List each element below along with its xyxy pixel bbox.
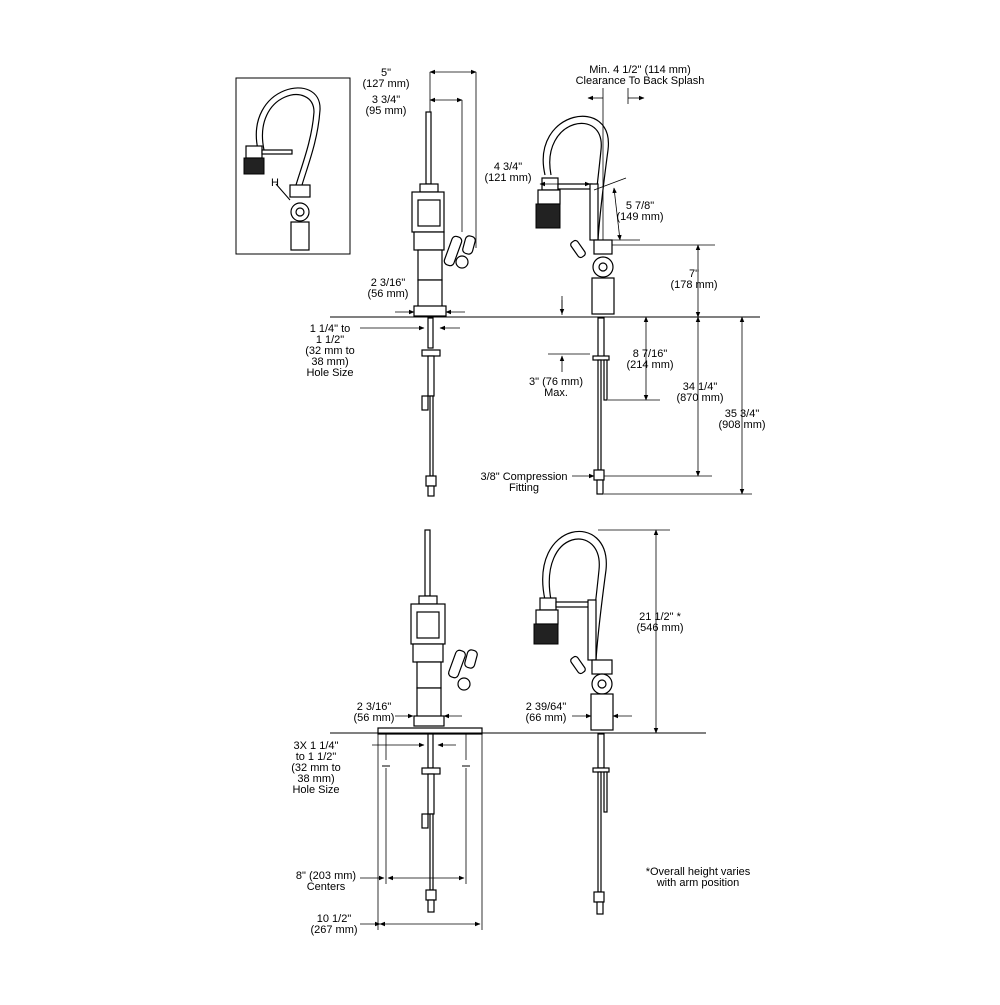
dim-21-1-2-l2: (546 mm) xyxy=(636,622,683,634)
dim-4-3-4-l1: 4 3/4" xyxy=(494,161,522,173)
top-dimension-labels: 5" (127 mm) 3 3/4" (95 mm) Min. 4 1/2" (… xyxy=(305,64,765,494)
dim-5in-l1: 5" xyxy=(381,67,391,79)
dim-7in-l1: 7" xyxy=(689,268,699,280)
inset-frame xyxy=(235,77,351,255)
bottom-dimension-lines xyxy=(360,529,670,930)
dim-8-7-16-l1: 8 7/16" xyxy=(633,348,668,360)
dim-35-3-4-l2: (908 mm) xyxy=(718,419,765,431)
dim-hole-top-l4: 38 mm) xyxy=(311,356,348,368)
dim-2-39-64-l1: 2 39/64" xyxy=(526,701,567,713)
dim-5-7-8-l2: (149 mm) xyxy=(616,211,663,223)
dim-hole-top-l2: 1 1/2" xyxy=(316,334,344,346)
dim-5in-l2: (127 mm) xyxy=(362,78,409,90)
dim-3-3-4-l1: 3 3/4" xyxy=(372,94,400,106)
dim-10-1-2-l2: (267 mm) xyxy=(310,924,357,936)
dim-2-3-16-top-l2: (56 mm) xyxy=(368,288,409,300)
dim-hole-bottom-l1: 3X 1 1/4" xyxy=(294,740,339,752)
inset-view: H xyxy=(235,77,351,255)
top-dimension-lines xyxy=(360,69,752,495)
dim-7in-l2: (178 mm) xyxy=(670,279,717,291)
dim-hole-bottom-l3: (32 mm to xyxy=(291,762,341,774)
note-line-1: *Overall height varies xyxy=(646,866,751,878)
dim-2-3-16-bottom-l2: (56 mm) xyxy=(354,712,395,724)
dim-hole-bottom-l2: to 1 1/2" xyxy=(296,751,337,763)
dim-3in-max-l1: 3" (76 mm) xyxy=(529,376,583,388)
dim-hole-top-l5: Hole Size xyxy=(306,367,353,379)
dim-34-1-4-l1: 34 1/4" xyxy=(683,381,718,393)
faucet-side-view-bottom xyxy=(377,529,483,913)
dim-hole-top-l3: (32 mm to xyxy=(305,345,355,357)
dim-4-3-4-l2: (121 mm) xyxy=(484,172,531,184)
faucet-front-view-bottom xyxy=(533,530,614,915)
dim-clearance-l1: Min. 4 1/2" (114 mm) xyxy=(589,64,691,76)
dim-8-7-16-l2: (214 mm) xyxy=(626,359,673,371)
dim-2-3-16-top-l1: 2 3/16" xyxy=(371,277,406,289)
dim-compression-l1: 3/8" Compression xyxy=(480,471,567,483)
dim-35-3-4-l1: 35 3/4" xyxy=(725,408,760,420)
dim-clearance-l2: Clearance To Back Splash xyxy=(576,75,705,87)
dim-21-1-2-l1: 21 1/2" * xyxy=(639,611,682,623)
dim-3-3-4-l2: (95 mm) xyxy=(366,105,407,117)
faucet-side-view-top xyxy=(411,111,476,497)
dim-hole-bottom-l4: 38 mm) xyxy=(297,773,334,785)
dim-hole-top-l1: 1 1/4" to xyxy=(310,323,351,335)
dim-8in-centers-l2: Centers xyxy=(307,881,346,893)
dim-compression-l2: Fitting xyxy=(509,482,539,494)
dim-8in-centers-l1: 8" (203 mm) xyxy=(296,870,356,882)
inset-h-label: H xyxy=(271,177,279,189)
dim-2-39-64-l2: (66 mm) xyxy=(526,712,567,724)
dim-34-1-4-l2: (870 mm) xyxy=(676,392,723,404)
dim-3in-max-l2: Max. xyxy=(544,387,568,399)
faucet-front-view-top xyxy=(535,115,615,495)
dim-2-3-16-bottom-l1: 2 3/16" xyxy=(357,701,392,713)
bottom-dimension-labels: 21 1/2" * (546 mm) 2 3/16" (56 mm) 2 39/… xyxy=(291,611,751,936)
dim-10-1-2-l1: 10 1/2" xyxy=(317,913,352,925)
dim-5-7-8-l1: 5 7/8" xyxy=(626,200,654,212)
dim-hole-bottom-l5: Hole Size xyxy=(292,784,339,796)
note-line-2: with arm position xyxy=(656,877,740,889)
